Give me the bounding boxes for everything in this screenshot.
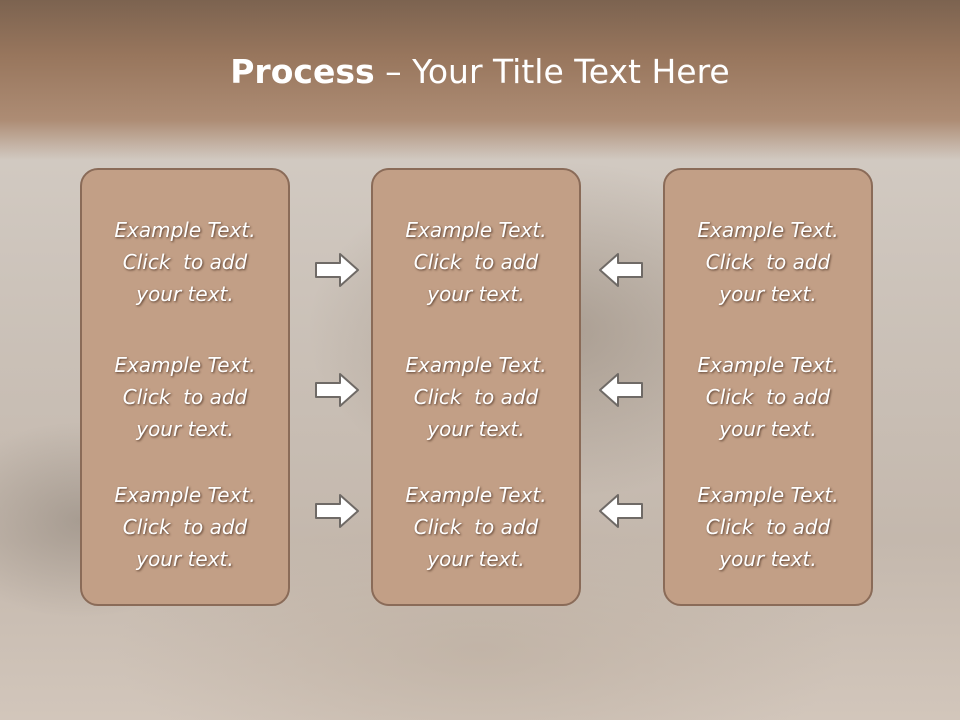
card-text-block[interactable]: Example Text. Click to add your text. (373, 349, 579, 445)
card-text-block[interactable]: Example Text. Click to add your text. (665, 479, 871, 575)
text-line: your text. (719, 547, 817, 571)
text-line: Click to add (122, 515, 248, 539)
process-card-left[interactable]: Example Text. Click to add your text. Ex… (80, 168, 290, 606)
text-line: Click to add (413, 515, 539, 539)
text-line: Example Text. (114, 353, 256, 377)
process-card-center[interactable]: Example Text. Click to add your text. Ex… (371, 168, 581, 606)
arrow-right-icon (315, 373, 359, 407)
title-band (0, 0, 960, 160)
arrow-right-icon (315, 494, 359, 528)
text-line: your text. (136, 417, 234, 441)
text-line: Click to add (705, 515, 831, 539)
text-line: your text. (136, 282, 234, 306)
card-text-block[interactable]: Example Text. Click to add your text. (82, 214, 288, 310)
arrow-left-icon (599, 373, 643, 407)
text-line: Example Text. (114, 218, 256, 242)
arrow-left-icon (599, 494, 643, 528)
text-line: Example Text. (114, 483, 256, 507)
text-line: your text. (719, 417, 817, 441)
text-line: Click to add (413, 250, 539, 274)
text-line: your text. (136, 547, 234, 571)
title-rest: – Your Title Text Here (374, 52, 730, 91)
card-text-block[interactable]: Example Text. Click to add your text. (82, 479, 288, 575)
card-text-block[interactable]: Example Text. Click to add your text. (373, 214, 579, 310)
text-line: your text. (427, 417, 525, 441)
title-strong: Process (230, 52, 375, 91)
slide-title[interactable]: Process – Your Title Text Here (0, 52, 960, 91)
text-line: Example Text. (697, 483, 839, 507)
card-text-block[interactable]: Example Text. Click to add your text. (665, 349, 871, 445)
card-text-block[interactable]: Example Text. Click to add your text. (665, 214, 871, 310)
text-line: Click to add (705, 250, 831, 274)
text-line: Example Text. (697, 218, 839, 242)
text-line: Click to add (705, 385, 831, 409)
text-line: Click to add (122, 385, 248, 409)
arrow-right-icon (315, 253, 359, 287)
card-text-block[interactable]: Example Text. Click to add your text. (373, 479, 579, 575)
text-line: your text. (427, 282, 525, 306)
text-line: Click to add (413, 385, 539, 409)
process-card-right[interactable]: Example Text. Click to add your text. Ex… (663, 168, 873, 606)
text-line: your text. (427, 547, 525, 571)
text-line: Example Text. (405, 483, 547, 507)
arrow-left-icon (599, 253, 643, 287)
text-line: Click to add (122, 250, 248, 274)
text-line: Example Text. (405, 353, 547, 377)
card-text-block[interactable]: Example Text. Click to add your text. (82, 349, 288, 445)
text-line: your text. (719, 282, 817, 306)
text-line: Example Text. (697, 353, 839, 377)
text-line: Example Text. (405, 218, 547, 242)
